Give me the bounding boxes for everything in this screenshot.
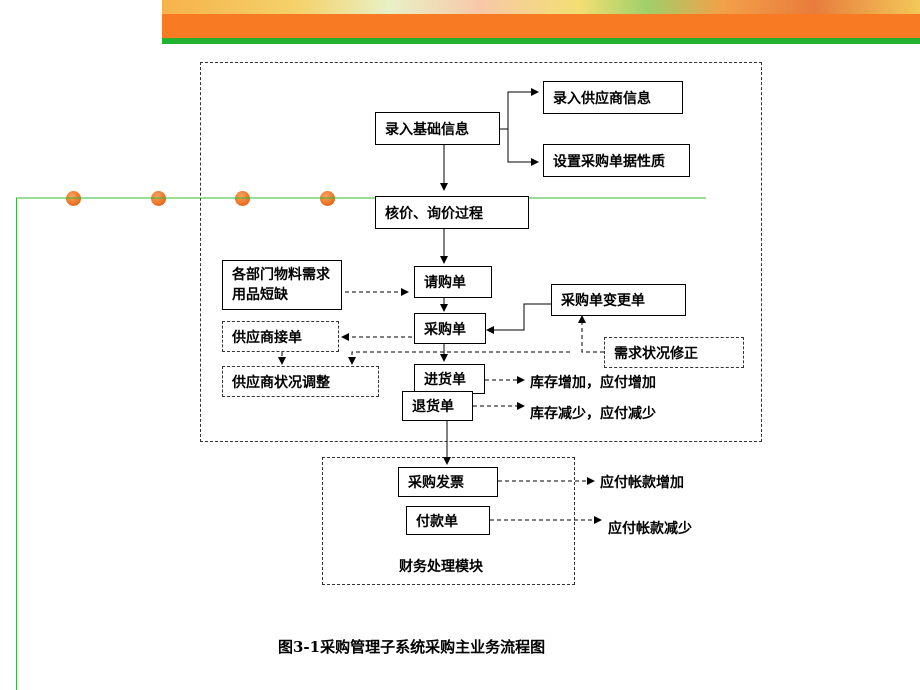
box-demand-correction: 需求状况修正 [604,337,744,368]
box-po-change: 采购单变更单 [551,284,686,316]
arrow-correction-to-change [578,315,604,353]
arrow-to-status-adjust [348,351,570,365]
box-goods-receipt: 进货单 [414,364,485,394]
label-inventory-up: 库存增加，应付增加 [530,375,656,391]
label-inventory-down: 库存减少，应付减少 [530,406,656,422]
label-ap-down: 应付帐款减少 [608,521,692,537]
arrow-to-supplier-info [500,88,539,130]
label-finance-module: 财务处理模块 [399,559,483,575]
box-set-po-properties: 设置采购单据性质 [543,144,690,177]
box-goods-return: 退货单 [402,391,473,421]
box-purchase-invoice: 采购发票 [398,467,498,497]
box-pricing-inquiry: 核价、询价过程 [375,196,529,229]
box-purchase-order: 采购单 [414,313,486,344]
arrow-change-to-po [486,303,551,334]
box-supplier-receive: 供应商接单 [222,321,339,352]
header-banner-green [162,38,920,44]
box-requisition: 请购单 [414,266,492,298]
box-payment-slip: 付款单 [406,506,490,535]
header-banner-orange [162,14,920,38]
box-enter-supplier-info: 录入供应商信息 [543,81,683,114]
accent-vertical-line [16,198,17,690]
figure-caption: 图3-1采购管理子系统采购主业务流程图 [278,638,546,656]
label-ap-up: 应付帐款增加 [600,475,684,491]
box-supplier-status-adjust: 供应商状况调整 [222,366,379,397]
box-dept-material-demand: 各部门物料需求用品短缺 [222,260,342,310]
purchase-module-frame [200,62,762,442]
box-enter-basic-info: 录入基础信息 [375,112,500,145]
arrow-to-po-properties [507,129,539,166]
header-banner-image [162,0,920,14]
